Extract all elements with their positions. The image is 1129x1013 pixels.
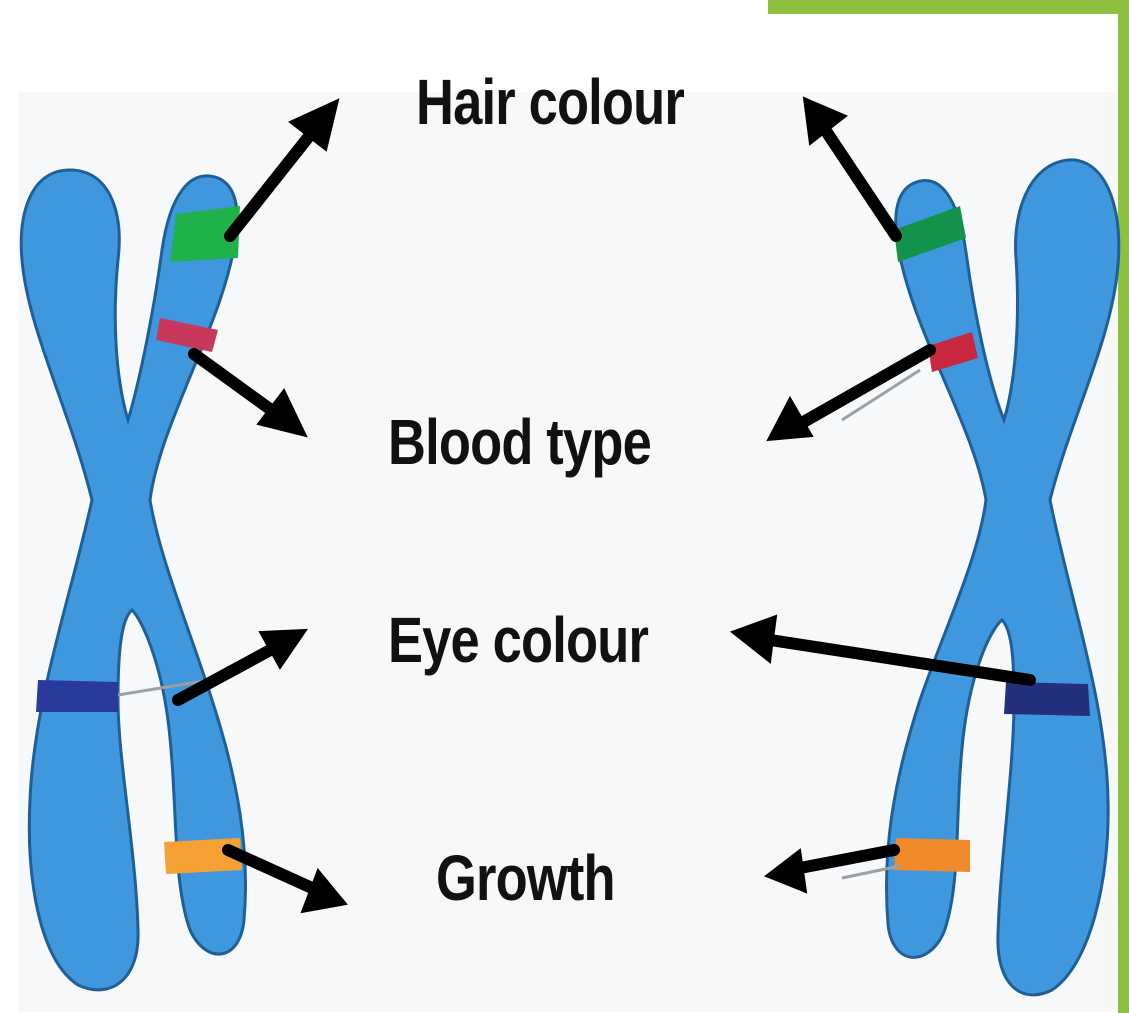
- right-band-growth: [894, 838, 970, 872]
- right-band-eye: [1004, 682, 1090, 716]
- left-band-eye: [36, 680, 118, 712]
- green-accent-bar: [768, 0, 1118, 14]
- green-side-strip: [1118, 0, 1129, 1013]
